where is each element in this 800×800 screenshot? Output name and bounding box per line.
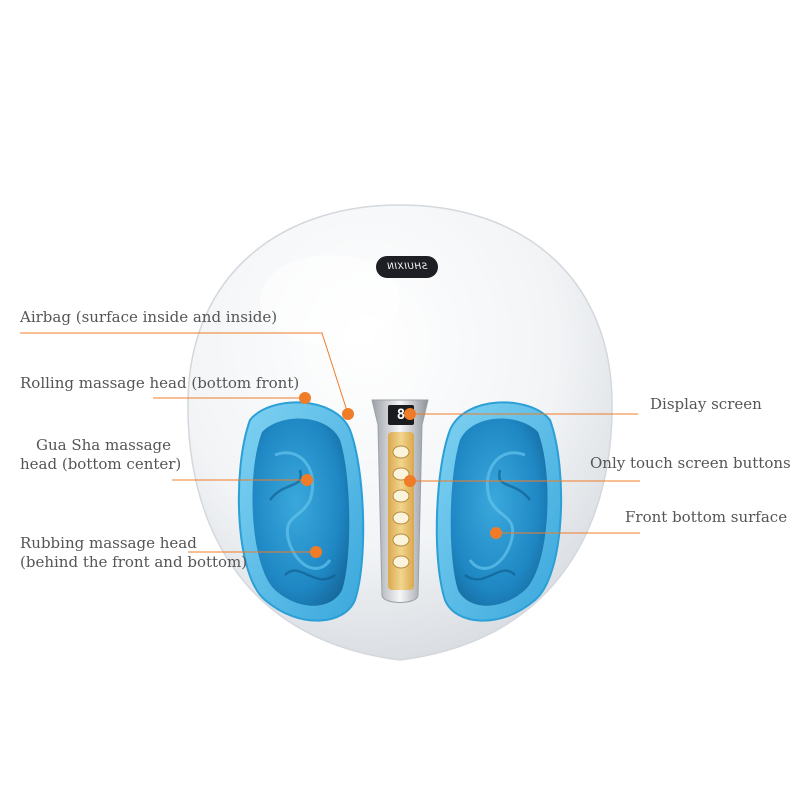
label-display-screen: Display screen	[650, 395, 762, 413]
touch-button[interactable]	[392, 533, 410, 547]
callout-lines	[20, 332, 640, 553]
label-front-bottom-surface: Front bottom surface	[625, 508, 788, 526]
touch-button[interactable]	[392, 445, 410, 459]
callout-dot-airbag	[342, 408, 354, 420]
touch-button[interactable]	[392, 467, 410, 481]
left-foot-well	[237, 401, 365, 622]
label-rubbing-line2: (behind the front and bottom)	[20, 553, 248, 571]
label-rolling-massage-head: Rolling massage head (bottom front)	[20, 374, 300, 392]
touch-button[interactable]	[392, 555, 410, 569]
callout-dot-touch	[404, 475, 416, 487]
label-touch-buttons: Only touch screen buttons	[590, 454, 791, 472]
callout-dots	[299, 392, 502, 558]
callout-dot-rolling	[299, 392, 311, 404]
display-readout: 8	[396, 407, 406, 423]
touch-button[interactable]	[392, 489, 410, 503]
callout-dot-rubbing	[310, 546, 322, 558]
callout-dot-front	[490, 527, 502, 539]
label-gua-sha-line1: Gua Sha massage	[36, 436, 171, 454]
label-airbag: Airbag (surface inside and inside)	[20, 308, 278, 326]
callout-dot-display	[404, 408, 416, 420]
brand-logo-text: SHUIXIN	[386, 262, 428, 272]
right-foot-well	[435, 401, 563, 622]
label-gua-sha-line2: head (bottom center)	[20, 455, 182, 473]
touch-button[interactable]	[392, 511, 410, 525]
touch-buttons	[392, 445, 410, 569]
brand-badge	[376, 256, 438, 278]
label-rubbing-line1: Rubbing massage head	[20, 534, 197, 552]
callout-dot-guasha	[301, 474, 313, 486]
callout-line-airbag	[20, 332, 349, 415]
